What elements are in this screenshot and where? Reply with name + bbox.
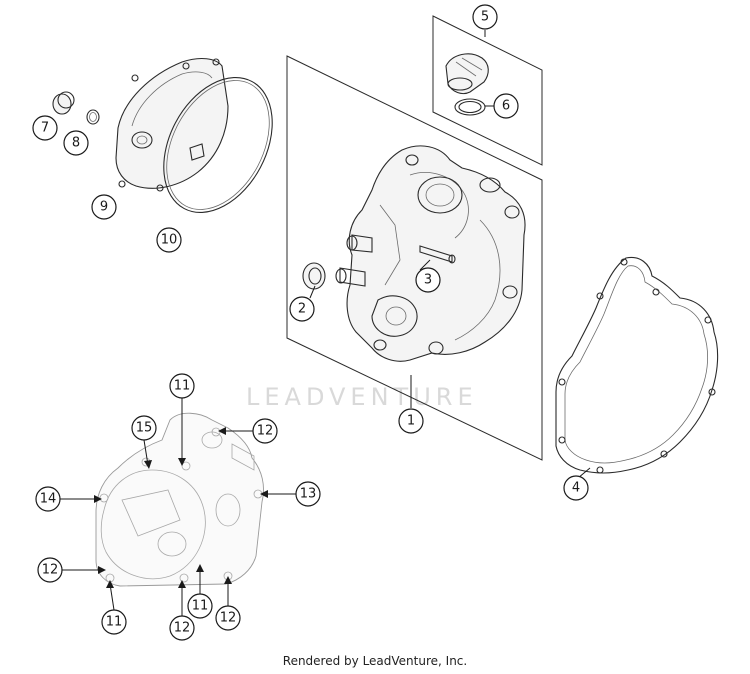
callout-14[interactable]: 14 <box>35 486 61 512</box>
svg-text:14: 14 <box>40 492 57 507</box>
callout-9[interactable]: 9 <box>91 194 117 220</box>
o-ring-part-10[interactable] <box>142 59 294 231</box>
svg-text:12: 12 <box>174 621 191 636</box>
callout-8[interactable]: 8 <box>63 130 89 156</box>
part1-panel <box>286 55 543 461</box>
svg-text:4: 4 <box>572 481 580 496</box>
svg-text:11: 11 <box>106 615 123 630</box>
svg-text:8: 8 <box>72 136 80 151</box>
svg-text:12: 12 <box>257 424 274 439</box>
callout-13[interactable]: 13 <box>295 481 321 507</box>
svg-text:12: 12 <box>42 563 59 578</box>
callout-11-bottom-mid[interactable]: 11 <box>187 593 213 619</box>
svg-text:11: 11 <box>192 599 209 614</box>
callout-2[interactable]: 2 <box>289 296 315 322</box>
svg-text:5: 5 <box>481 10 489 25</box>
svg-text:13: 13 <box>300 487 317 502</box>
callout-4[interactable]: 4 <box>563 475 589 501</box>
callout-3[interactable]: 3 <box>415 267 441 293</box>
o-ring-part-8[interactable] <box>86 109 100 125</box>
part5-panel <box>432 15 543 166</box>
svg-text:3: 3 <box>424 273 432 288</box>
callout-12-top[interactable]: 12 <box>252 418 278 444</box>
footer-credit: Rendered by LeadVenture, Inc. <box>282 654 468 668</box>
plug-part[interactable] <box>52 91 75 115</box>
svg-text:12: 12 <box>220 611 237 626</box>
o-ring-part-6[interactable] <box>454 98 486 116</box>
callout-6[interactable]: 6 <box>493 93 519 119</box>
svg-text:9: 9 <box>100 200 108 215</box>
callout-10[interactable]: 10 <box>156 227 182 253</box>
callout-12-left[interactable]: 12 <box>37 557 63 583</box>
svg-text:2: 2 <box>298 302 306 317</box>
oil-filler-plug-part[interactable] <box>445 53 489 95</box>
leader-arrowheads <box>94 427 268 588</box>
dowel-pin-part[interactable] <box>419 245 456 264</box>
svg-text:1: 1 <box>407 414 415 429</box>
svg-text:10: 10 <box>161 233 178 248</box>
assembly-reference-view <box>95 412 264 587</box>
watermark-text: LEADVENTURE <box>246 383 478 411</box>
callout-12-bottom-mid[interactable]: 12 <box>169 615 195 641</box>
callout-11-top[interactable]: 11 <box>169 373 195 399</box>
callout-5[interactable]: 5 <box>472 4 498 30</box>
gasket-part[interactable] <box>555 256 719 474</box>
svg-text:15: 15 <box>136 421 153 436</box>
callout-11-bottom-left[interactable]: 11 <box>101 609 127 635</box>
callout-15[interactable]: 15 <box>131 415 157 441</box>
callout-12-bottom-right[interactable]: 12 <box>215 605 241 631</box>
outer-cover-part[interactable] <box>115 57 229 192</box>
callout-7[interactable]: 7 <box>32 115 58 141</box>
svg-text:6: 6 <box>502 99 510 114</box>
svg-text:11: 11 <box>174 379 191 394</box>
seal-ring-part[interactable] <box>302 262 326 290</box>
callout-1[interactable]: 1 <box>398 408 424 434</box>
svg-text:7: 7 <box>41 121 49 136</box>
